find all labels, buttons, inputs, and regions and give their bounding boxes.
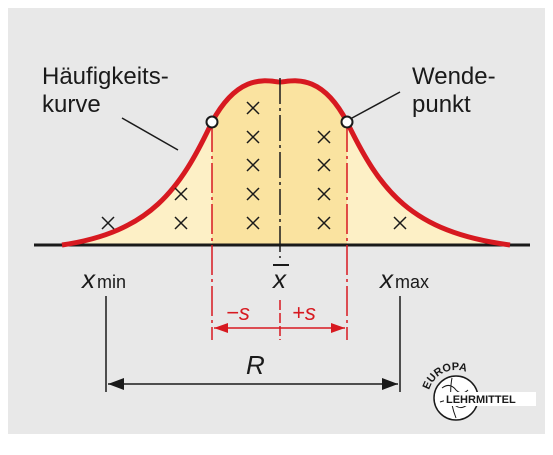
inflection-point-right <box>340 115 354 129</box>
logo-bottom-text: LEHRMITTEL <box>446 394 516 406</box>
data-mark <box>246 130 260 144</box>
data-mark <box>174 216 188 230</box>
data-mark <box>101 216 115 230</box>
range-arrow-left <box>108 378 124 390</box>
data-mark <box>246 158 260 172</box>
curve-leader-line <box>121 117 179 151</box>
data-mark <box>317 130 331 144</box>
inflection-label-line1: Wende- <box>412 63 496 90</box>
data-mark <box>393 216 407 230</box>
s-arrow-right <box>331 323 345 333</box>
plus-s-label: +s <box>292 300 316 325</box>
data-mark <box>317 158 331 172</box>
mean-label: x <box>271 264 287 294</box>
inflection-leader-line <box>351 91 401 119</box>
minus-s-label: −s <box>226 300 250 325</box>
data-mark <box>174 187 188 201</box>
data-mark <box>246 187 260 201</box>
data-mark <box>246 216 260 230</box>
range-label: R <box>246 350 265 380</box>
data-mark <box>317 187 331 201</box>
data-mark <box>246 101 260 115</box>
curve-label-line2: kurve <box>42 91 101 118</box>
data-mark <box>317 216 331 230</box>
s-arrow-left <box>214 323 228 333</box>
inflection-point-left <box>205 115 219 129</box>
range-arrow-right <box>382 378 398 390</box>
inflection-label-line2: punkt <box>412 91 471 118</box>
data-marks <box>101 101 407 230</box>
curve-label-line1: Häufigkeits- <box>42 63 169 90</box>
